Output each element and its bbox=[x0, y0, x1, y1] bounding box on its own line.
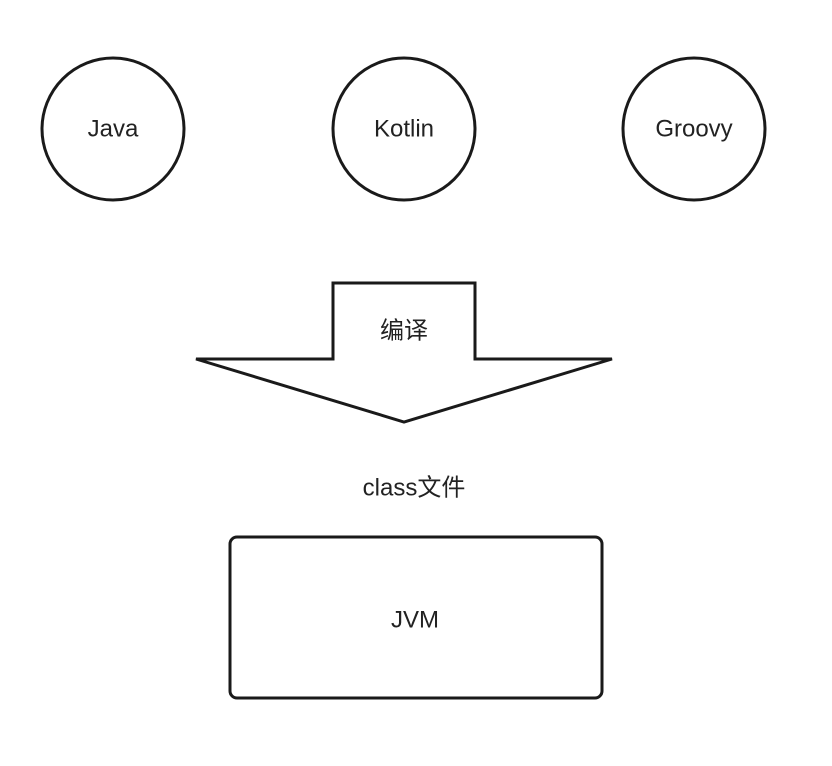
jvm-label: JVM bbox=[391, 606, 439, 633]
jvm-box bbox=[228, 535, 604, 700]
language-node-java: Java bbox=[40, 56, 186, 202]
kotlin-circle bbox=[331, 56, 477, 202]
language-node-groovy: Groovy bbox=[621, 56, 767, 202]
java-label: Java bbox=[88, 115, 139, 142]
class-file-label: class文件 bbox=[363, 474, 466, 501]
language-node-kotlin: Kotlin bbox=[331, 56, 477, 202]
compile-arrow: 编译 bbox=[195, 281, 613, 424]
groovy-label: Groovy bbox=[655, 115, 732, 142]
compile-arrow-label: 编译 bbox=[380, 317, 428, 344]
java-circle bbox=[40, 56, 186, 202]
jvm-node: JVM bbox=[228, 535, 604, 700]
groovy-circle bbox=[621, 56, 767, 202]
kotlin-label: Kotlin bbox=[374, 115, 434, 142]
compile-arrow-shape bbox=[195, 281, 613, 424]
